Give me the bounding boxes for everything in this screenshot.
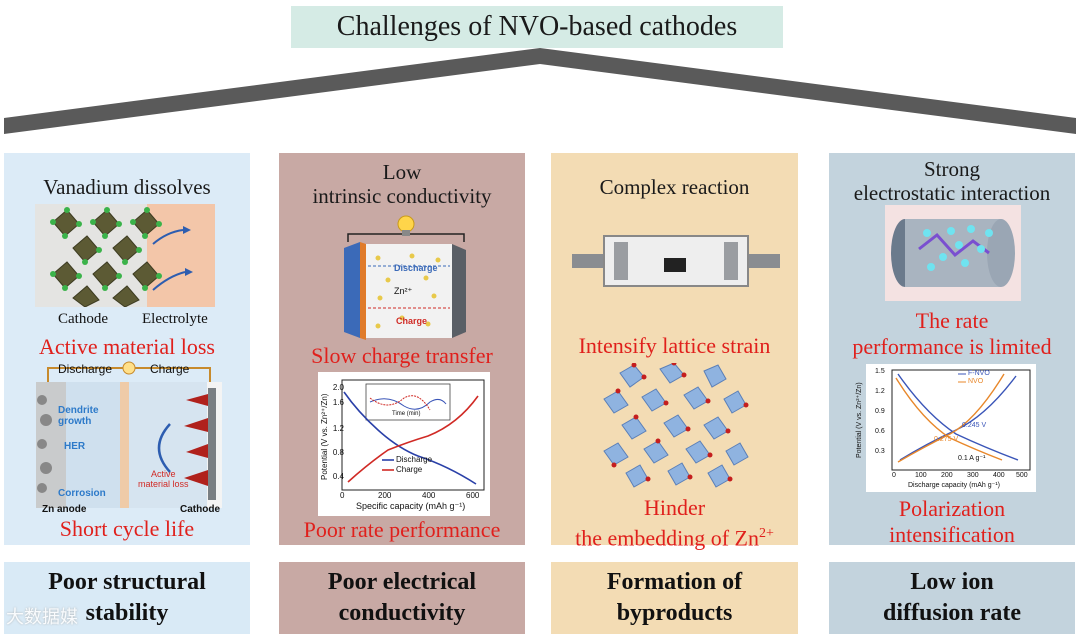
schematic-discharge-label: Discharge <box>58 362 113 376</box>
roof-shape <box>4 48 1076 134</box>
discharge-legend-fnvo: F-NVO <box>968 370 990 377</box>
label-cathode: Cathode <box>58 311 108 327</box>
cell-zn-label: Zn²⁺ <box>394 286 413 296</box>
schematic-dendrite-label: Dendrite growth <box>58 405 99 427</box>
gcd-ytick-2: 0.8 <box>332 448 344 457</box>
effect-zn-embedding: the embedding of Zn2+ <box>551 521 798 551</box>
gcd-plot <box>341 379 485 491</box>
footer-electrical-conductivity: Poor electrical conductivity <box>279 562 525 634</box>
footer-byproducts: Formation of byproducts <box>551 562 798 634</box>
discharge-legend-nvo: NVO <box>968 378 984 385</box>
effect-poor-rate: Poor rate performance <box>303 517 501 542</box>
discharge-xtick-6: 500 <box>1016 472 1028 479</box>
cell-schematic-icon <box>344 215 466 340</box>
gcd-xlabel: Specific capacity (mAh g⁻¹) <box>356 501 466 511</box>
result-lattice-strain: Intensify lattice strain <box>578 333 771 358</box>
coin-cell-holder-icon <box>572 235 780 287</box>
watermark-text: 大数据媒 <box>6 607 78 628</box>
gcd-ytick-3: 1.2 <box>332 424 344 433</box>
effect-hinder: Hinder <box>643 495 706 520</box>
gcd-ytick-5: 2.0 <box>332 383 344 392</box>
schematic-zn-anode-label: Zn anode <box>42 504 87 515</box>
cell-discharge-label: Discharge <box>394 263 438 273</box>
discharge-xlabel: Discharge capacity (mAh g⁻¹) <box>908 482 1001 489</box>
discharge-xtick-5: 400 <box>993 472 1005 479</box>
schematic-cathode-label: Cathode <box>180 504 220 515</box>
discharge-xtick-1: 0 <box>892 472 896 479</box>
discharge-ytick-5: 1.5 <box>875 368 885 375</box>
discharge-annotation-1: 0.245 V <box>962 422 987 429</box>
footer-structural-stability: Poor structural stability <box>4 562 250 634</box>
schematic-active-loss-label: Active material loss <box>138 469 189 489</box>
discharge-ytick-1: 0.3 <box>875 448 885 455</box>
cell-charge-label: Charge <box>396 316 428 326</box>
vanadium-crystal-icon <box>50 207 193 307</box>
gcd-legend-charge: Charge <box>396 465 423 474</box>
gcd-ytick-1: 0.4 <box>332 472 344 481</box>
effect-zn-superscript: 2+ <box>759 526 774 541</box>
footer-ion-diffusion: Low ion diffusion rate <box>829 562 1075 634</box>
panel3-heading: Complex reaction <box>599 175 750 199</box>
gcd-inset-xlabel: Time (min) <box>392 411 421 417</box>
discharge-xtick-4: 300 <box>967 472 979 479</box>
discharge-xtick-2: 100 <box>915 472 927 479</box>
discharge-annotation-3: 0.1 A g⁻¹ <box>958 455 986 462</box>
gcd-ytick-4: 1.6 <box>332 398 344 407</box>
result-slow-charge-transfer: Slow charge transfer <box>311 343 493 368</box>
discharge-xtick-3: 200 <box>941 472 953 479</box>
gcd-legend-discharge: Discharge <box>396 455 433 464</box>
gcd-xtick-1: 0 <box>340 491 345 500</box>
schematic-charge-label: Charge <box>150 362 190 376</box>
schematic-her-label: HER <box>64 441 86 452</box>
panel2-heading: Low intrinsic conductivity <box>312 160 492 208</box>
discharge-ytick-4: 1.2 <box>875 388 885 395</box>
gcd-xtick-2: 200 <box>378 491 392 500</box>
discharge-ytick-2: 0.6 <box>875 428 885 435</box>
gcd-ylabel: Potential (V vs. Zn²⁺/Zn) <box>320 393 329 480</box>
label-electrolyte: Electrolyte <box>142 311 208 327</box>
gcd-xtick-3: 400 <box>422 491 436 500</box>
result-rate-limited: The rate performance is limited <box>852 308 1052 359</box>
discharge-plot-bg <box>866 364 1036 492</box>
panel4-heading: Strong electrostatic interaction <box>853 157 1051 205</box>
discharge-ytick-3: 0.9 <box>875 408 885 415</box>
discharge-ylabel: Potential (V vs. Zn²⁺/Zn) <box>856 382 863 458</box>
ion-tunnel-icon <box>885 205 1021 301</box>
result-active-material-loss: Active material loss <box>39 334 215 359</box>
discharge-annotation-2: 0.275 V <box>934 436 959 443</box>
gcd-xtick-4: 600 <box>466 491 480 500</box>
effect-short-cycle-life: Short cycle life <box>59 516 195 541</box>
page-title: Challenges of NVO-based cathodes <box>291 6 783 48</box>
effect-polarization: Polarization intensification <box>889 496 1015 547</box>
crystal-structure-icon <box>603 363 749 488</box>
schematic-corrosion-label: Corrosion <box>58 488 106 499</box>
panel1-heading: Vanadium dissolves <box>43 175 211 199</box>
discharge-plot <box>891 369 1031 471</box>
battery-schematic-icon <box>36 361 222 508</box>
effect-zn-embedding-text: the embedding of Zn <box>575 525 759 551</box>
title-text: Challenges of NVO-based cathodes <box>336 11 738 42</box>
